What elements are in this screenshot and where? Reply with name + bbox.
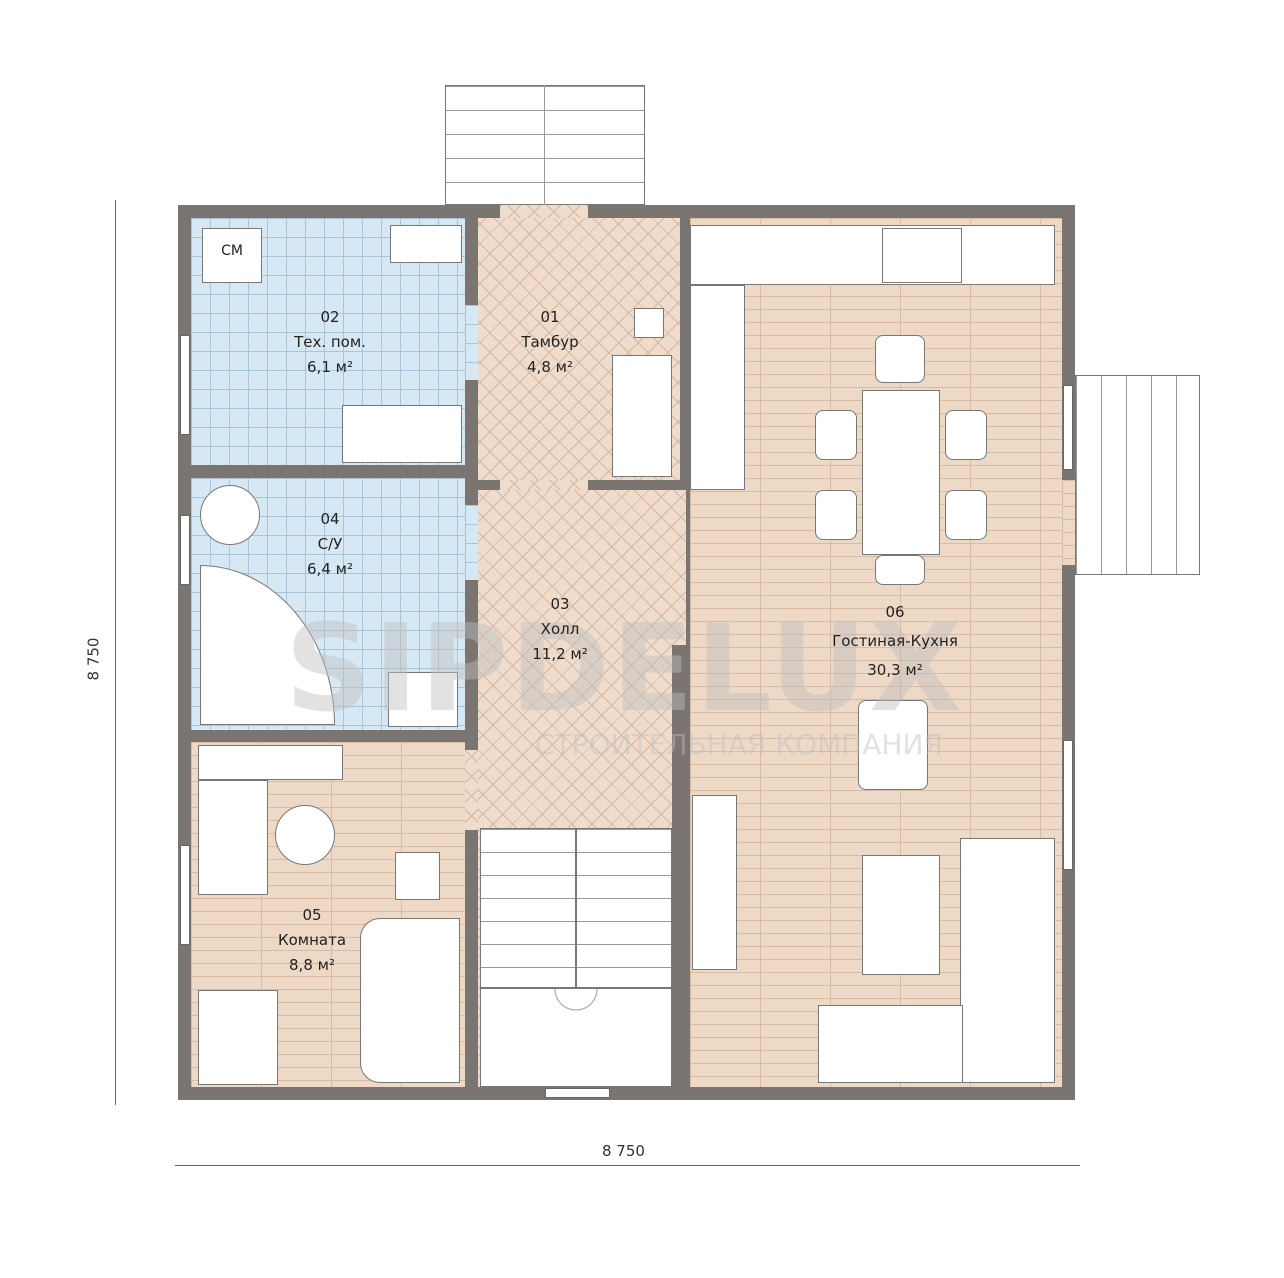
window bbox=[545, 1088, 610, 1098]
wall-02-04 bbox=[191, 465, 478, 478]
chair bbox=[815, 410, 857, 460]
room-label-06: 06 Гостиная-Кухня 30,3 м² bbox=[795, 598, 995, 685]
window bbox=[180, 845, 190, 945]
side-door[interactable] bbox=[1062, 480, 1075, 565]
dining-table bbox=[862, 390, 940, 555]
armchair bbox=[858, 700, 928, 790]
door-01-03[interactable] bbox=[500, 480, 588, 490]
room-number: 04 bbox=[320, 510, 340, 528]
chair bbox=[875, 555, 925, 585]
room-area: 4,8 м² bbox=[527, 358, 573, 376]
chair bbox=[875, 335, 925, 383]
front-door[interactable] bbox=[500, 205, 588, 218]
kitchen-counter bbox=[690, 225, 1055, 285]
dimension-height: 8 750 bbox=[84, 637, 103, 681]
dimension-line-vertical bbox=[115, 200, 116, 1105]
toilet bbox=[200, 485, 260, 545]
window bbox=[1063, 385, 1073, 470]
room-label-03: 03 Холл 11,2 м² bbox=[460, 592, 660, 667]
staircase-winder bbox=[480, 988, 672, 1087]
room-number: 02 bbox=[320, 308, 340, 326]
wall-left-column bbox=[465, 218, 478, 1087]
room-name: Тех. пом. bbox=[294, 333, 366, 351]
sofa-corner bbox=[960, 838, 1055, 1083]
window bbox=[1063, 740, 1073, 870]
room-name: Комната bbox=[277, 931, 347, 949]
washbasin bbox=[388, 672, 458, 727]
steps-divider bbox=[544, 85, 545, 205]
room-name: С/У bbox=[317, 535, 343, 553]
room-01-floor bbox=[478, 218, 680, 480]
entrance-steps bbox=[445, 85, 645, 205]
dimension-line-horizontal bbox=[175, 1165, 1080, 1166]
staircase-flight-right bbox=[576, 828, 672, 988]
room-area: 11,2 м² bbox=[532, 645, 588, 663]
wall-03-06 bbox=[672, 645, 686, 1087]
wardrobe-room bbox=[198, 990, 278, 1085]
room-area: 8,8 м² bbox=[289, 956, 335, 974]
shoe-rack bbox=[634, 308, 664, 338]
desk-side bbox=[198, 780, 268, 895]
room-area: 6,4 м² bbox=[307, 560, 353, 578]
chair bbox=[945, 490, 987, 540]
room-number: 06 bbox=[885, 603, 905, 621]
window bbox=[180, 515, 190, 585]
dimension-width: 8 750 bbox=[602, 1142, 645, 1160]
room-area: 30,3 м² bbox=[867, 661, 923, 679]
room-name: Гостиная-Кухня bbox=[832, 632, 958, 650]
nightstand bbox=[395, 852, 440, 900]
kitchen-counter-side bbox=[690, 285, 745, 490]
wall-04-05 bbox=[191, 730, 478, 742]
office-chair bbox=[275, 805, 335, 865]
window bbox=[180, 335, 190, 435]
staircase-flight-left bbox=[480, 828, 576, 988]
side-steps bbox=[1075, 375, 1200, 575]
boiler bbox=[390, 225, 462, 263]
chair bbox=[815, 490, 857, 540]
watermark-tagline: СТРОИТЕЛЬНАЯ КОМПАНИЯ bbox=[535, 728, 943, 761]
room-number: 01 bbox=[540, 308, 560, 326]
sofa-bed bbox=[360, 918, 460, 1083]
tv-stand bbox=[692, 795, 737, 970]
room-label-02: 02 Тех. пом. 6,1 м² bbox=[230, 305, 430, 380]
wall-01-06 bbox=[680, 218, 690, 490]
room-area: 6,1 м² bbox=[307, 358, 353, 376]
room-number: 05 bbox=[302, 906, 322, 924]
room-label-01: 01 Тамбур 4,8 м² bbox=[450, 305, 650, 380]
room-label-05: 05 Комната 8,8 м² bbox=[212, 903, 412, 978]
door-04[interactable] bbox=[465, 505, 478, 580]
sofa-section bbox=[818, 1005, 963, 1083]
room-name: Холл bbox=[540, 620, 580, 638]
room-label-04: 04 С/У 6,4 м² bbox=[230, 507, 430, 582]
tech-cabinet bbox=[342, 405, 462, 463]
desk bbox=[198, 745, 343, 780]
washing-machine-label: СМ bbox=[221, 243, 243, 259]
stove bbox=[882, 228, 962, 283]
watermark-brand: SIPDELUX bbox=[285, 600, 964, 739]
room-name: Тамбур bbox=[521, 333, 579, 351]
door-02[interactable] bbox=[465, 305, 478, 380]
wardrobe bbox=[612, 355, 672, 477]
washing-machine bbox=[202, 228, 262, 283]
chair bbox=[945, 410, 987, 460]
door-05[interactable] bbox=[465, 750, 478, 830]
room-number: 03 bbox=[550, 595, 570, 613]
wall-01-03 bbox=[588, 480, 690, 490]
coffee-table bbox=[862, 855, 940, 975]
